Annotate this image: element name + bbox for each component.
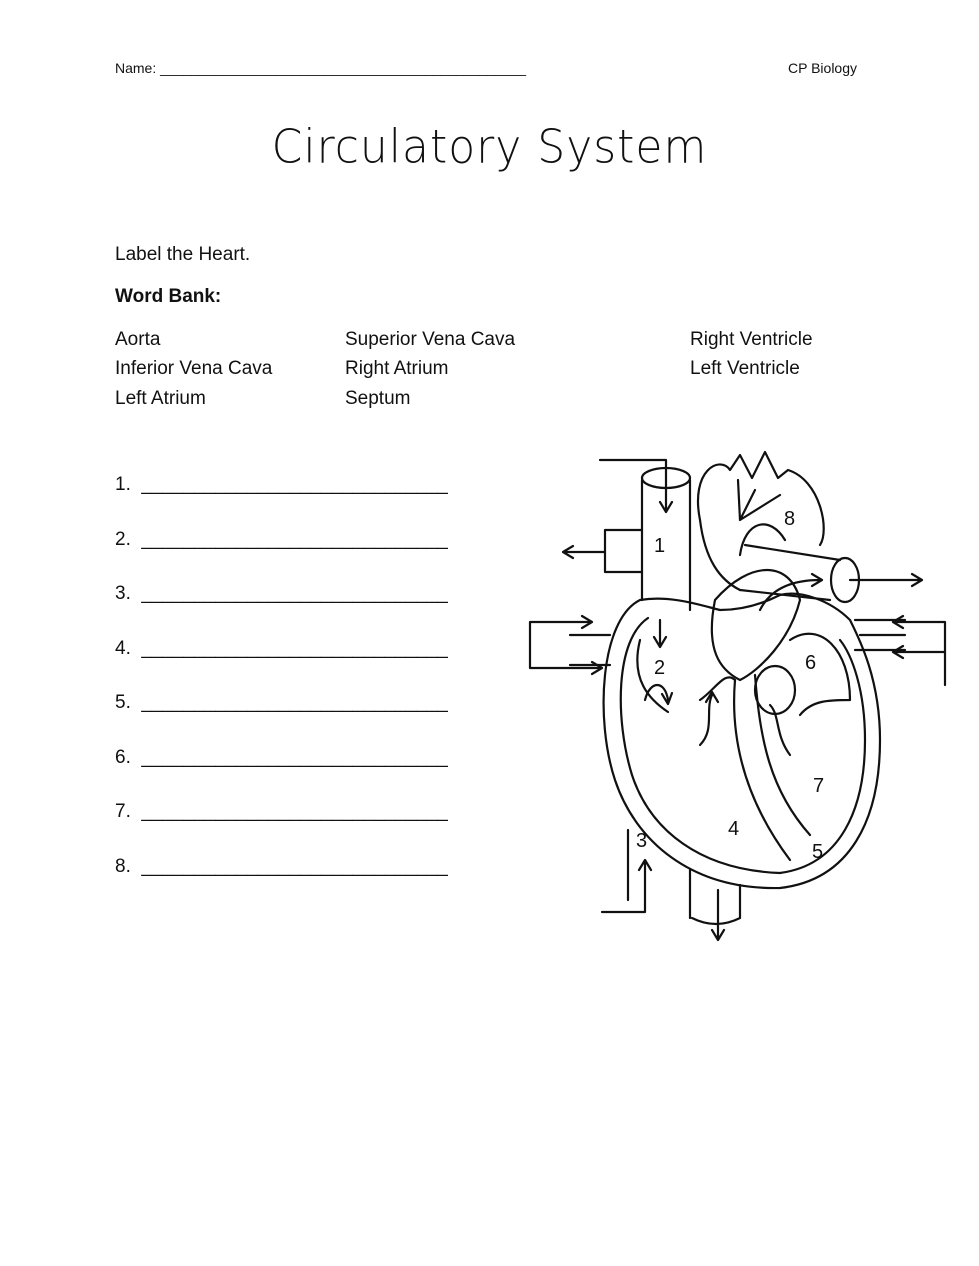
answer-line[interactable]: _____________________________ [141, 856, 448, 877]
answer-number: 1. [115, 474, 131, 495]
answer-number: 7. [115, 801, 131, 822]
answer-number: 8. [115, 856, 131, 877]
diagram-label-5: 5 [812, 841, 823, 863]
answer-row[interactable]: 6. _____________________________ [115, 747, 448, 769]
instruction: Label the Heart. [115, 244, 251, 265]
answer-number: 2. [115, 529, 131, 550]
superior-vena-cava [640, 478, 692, 612]
answer-row[interactable]: 7. _____________________________ [115, 801, 448, 823]
word-bank-item: Aorta [115, 329, 161, 350]
answer-number: 5. [115, 692, 131, 713]
answer-line[interactable]: _____________________________ [141, 747, 448, 768]
answer-row[interactable]: 4. _____________________________ [115, 638, 448, 660]
answer-line[interactable]: _____________________________ [141, 474, 448, 495]
word-bank-item: Superior Vena Cava [345, 329, 516, 350]
diagram-label-1: 1 [654, 535, 665, 557]
page-title: Circulatory System [271, 120, 708, 175]
word-bank-item: Inferior Vena Cava [115, 358, 273, 379]
answer-row[interactable]: 1. _____________________________ [115, 474, 448, 496]
word-bank-item: Left Atrium [115, 388, 206, 409]
word-bank-item: Right Ventricle [690, 329, 813, 350]
word-bank-item: Septum [345, 388, 411, 409]
answer-row[interactable]: 2. _____________________________ [115, 529, 448, 551]
answer-line[interactable]: _____________________________ [141, 692, 448, 713]
diagram-label-8: 8 [784, 508, 795, 530]
answer-number: 3. [115, 583, 131, 604]
diagram-label-4: 4 [728, 818, 739, 840]
name-label-text: Name: [115, 60, 161, 76]
diagram-label-3: 3 [636, 830, 647, 852]
answer-row[interactable]: 5. _____________________________ [115, 692, 448, 714]
answer-line[interactable]: _____________________________ [141, 801, 448, 822]
answer-row[interactable]: 8. _____________________________ [115, 856, 448, 878]
word-bank-heading: Word Bank: [115, 286, 222, 307]
answer-line[interactable]: _____________________________ [141, 529, 448, 550]
word-bank-item: Left Ventricle [690, 358, 800, 379]
answer-line[interactable]: _____________________________ [141, 638, 448, 659]
name-field[interactable]: ________________________________________… [160, 60, 527, 76]
answer-line[interactable]: _____________________________ [141, 583, 448, 604]
answer-row[interactable]: 3. _____________________________ [115, 583, 448, 605]
name-label: Name: __________________________________… [115, 60, 526, 76]
diagram-label-6: 6 [805, 652, 816, 674]
diagram-label-2: 2 [654, 657, 665, 679]
answer-number: 6. [115, 747, 131, 768]
word-bank-item: Right Atrium [345, 358, 449, 379]
course-label: CP Biology [788, 60, 858, 76]
diagram-label-7: 7 [813, 775, 824, 797]
answer-number: 4. [115, 638, 131, 659]
